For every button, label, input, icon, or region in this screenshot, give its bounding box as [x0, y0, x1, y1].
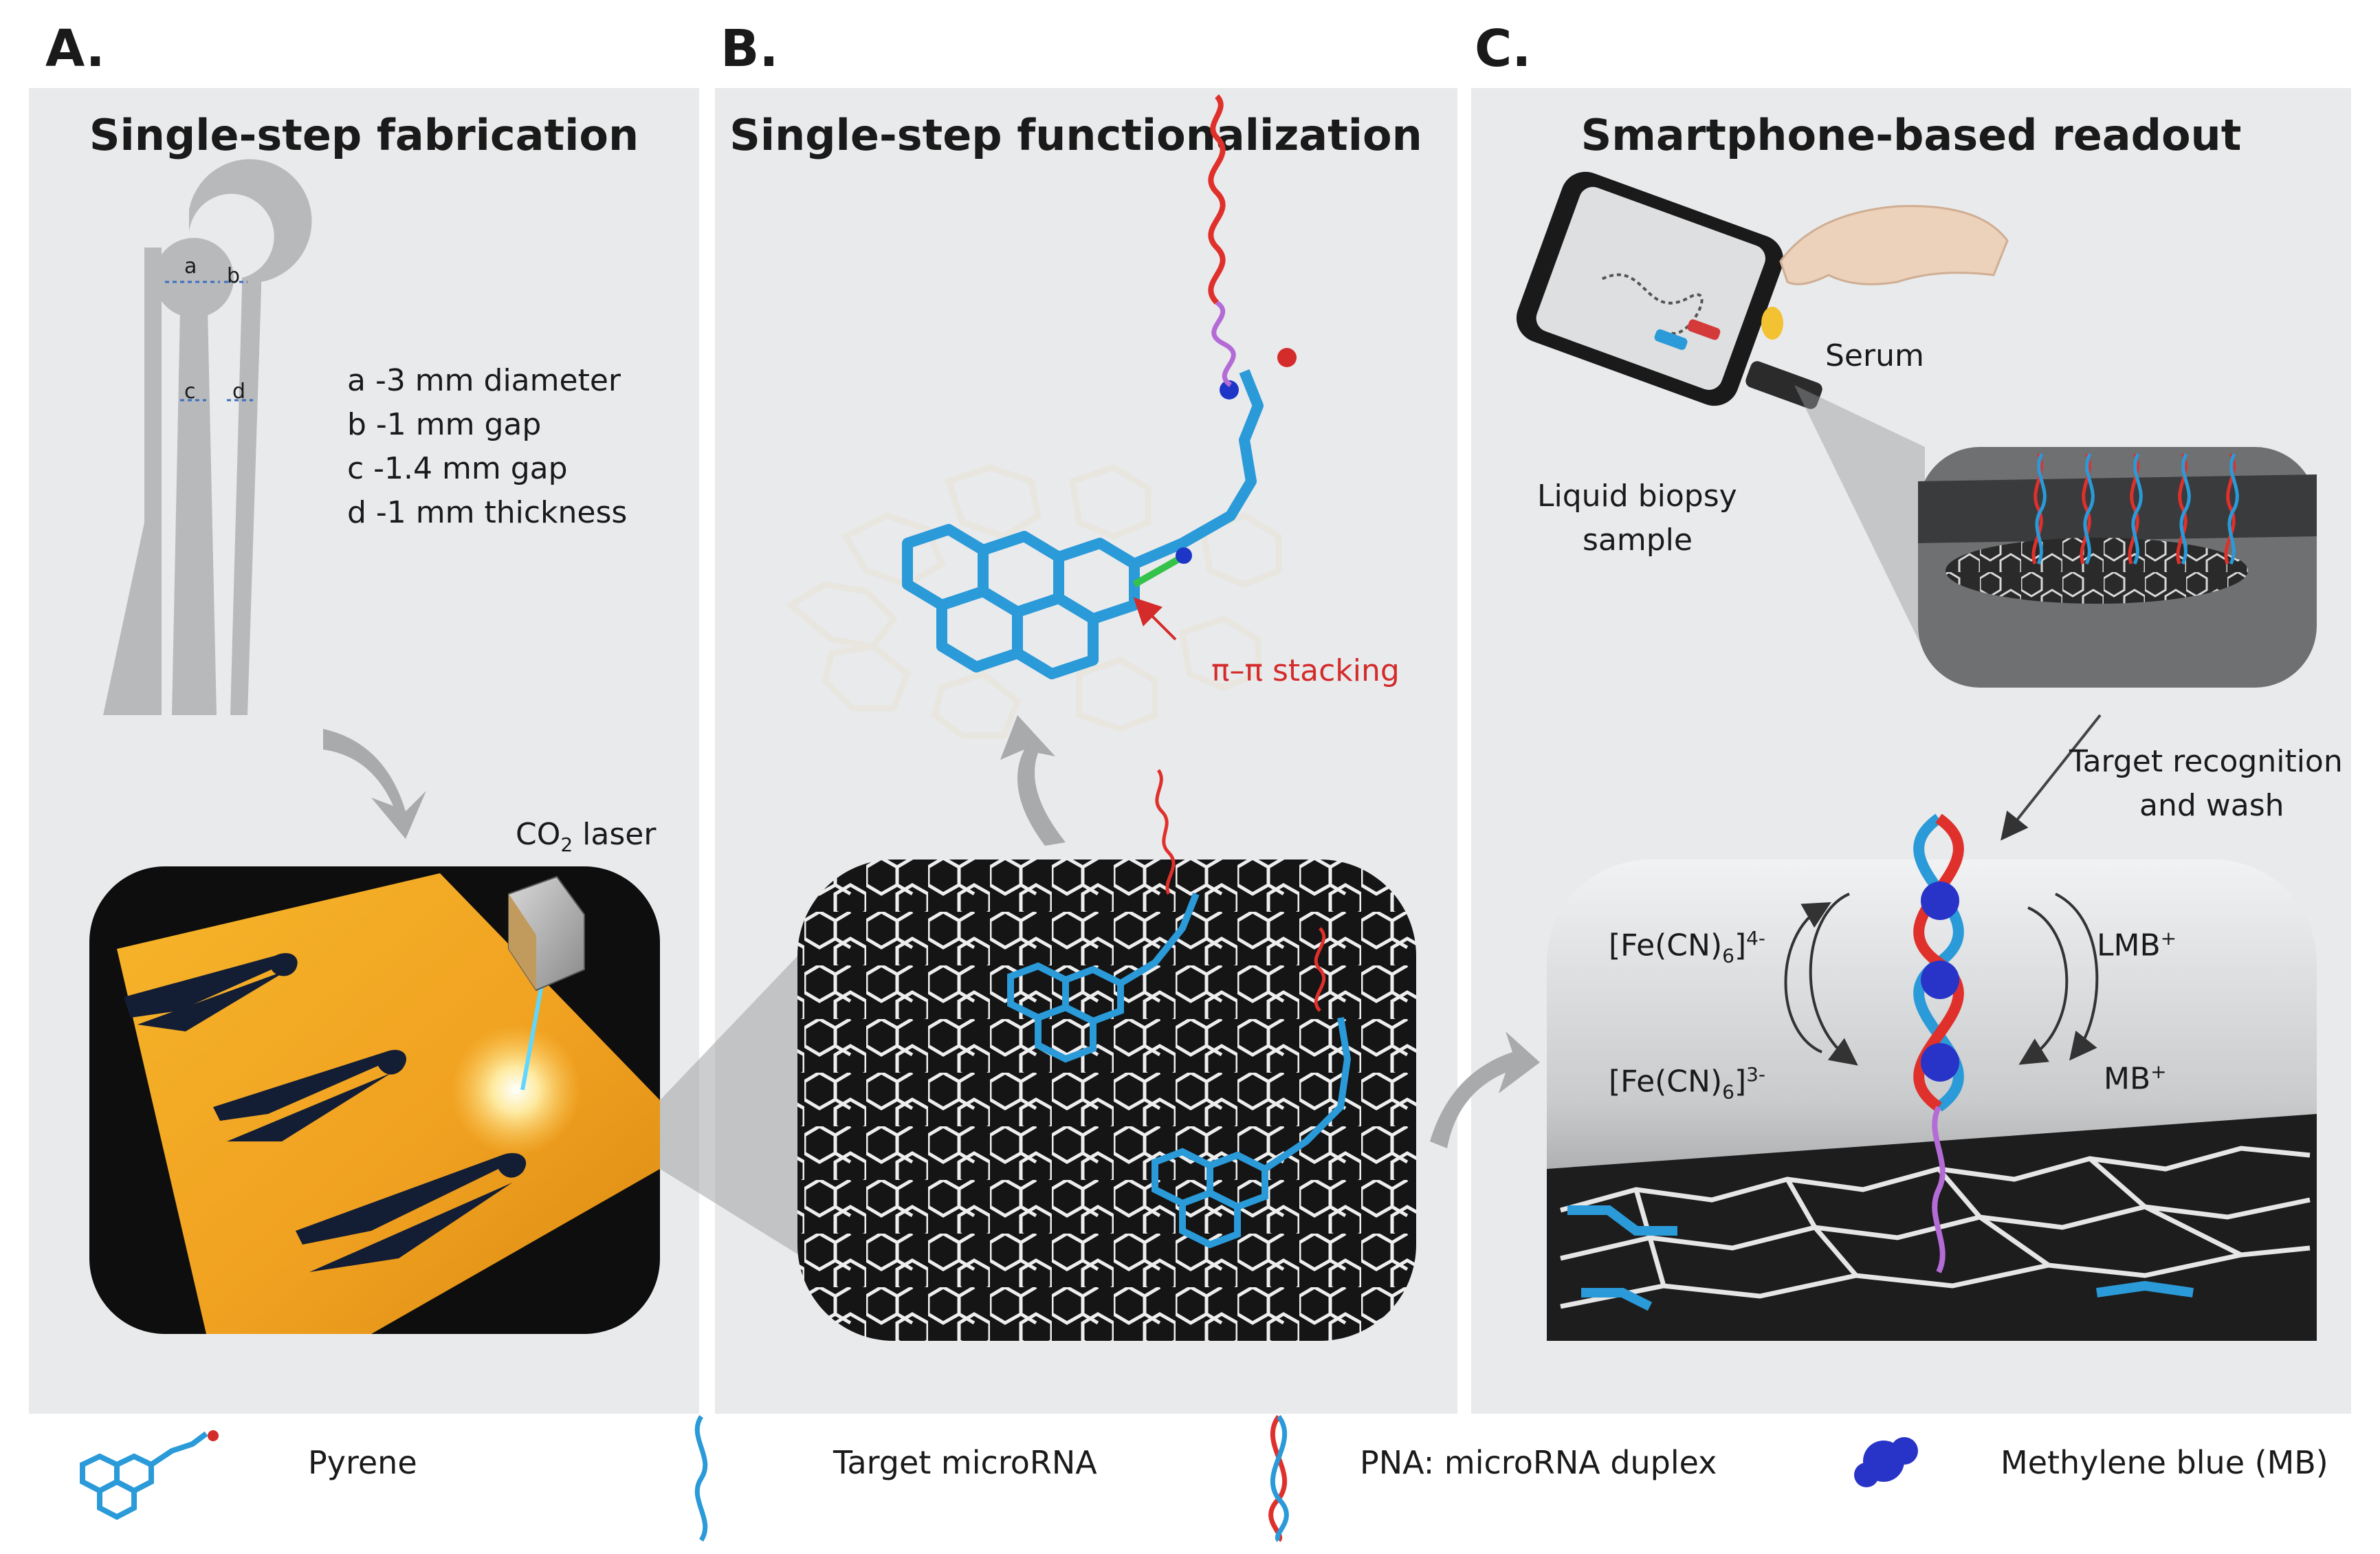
panel-a-title: Single-step fabrication [89, 110, 639, 160]
panel-c-title: Smartphone-based readout [1580, 110, 2242, 160]
target-microrna-legend-icon [694, 1415, 708, 1542]
panel-letter-c: C. [1475, 19, 1532, 78]
panel-a-down-arrow [323, 729, 426, 839]
pna-duplex-legend-icon [1268, 1414, 1289, 1542]
recognition-arrow [2001, 714, 2102, 841]
mb-label: MB+ [2104, 1060, 2167, 1097]
liquid-biopsy-label-line2: sample [1583, 523, 1693, 558]
legend-target-microrna-label: Target microRNA [833, 1444, 1097, 1481]
target-recognition-label-line1: Target recognition [2069, 744, 2343, 779]
panel-letter-b: B. [720, 19, 779, 78]
electrode-dimension-marks [165, 281, 253, 402]
sensor-closeup [1918, 447, 2317, 688]
lmb-label: LMB+ [2097, 927, 2177, 963]
graphene-pyrene-closeup [785, 464, 1282, 739]
dimension-d: d -1 mm thickness [347, 495, 628, 530]
pyrene-molecule [902, 369, 1264, 679]
dimension-c: c -1.4 mm gap [347, 451, 568, 486]
rna-strand-red [1208, 94, 1226, 305]
pyrene-legend-icon [80, 1431, 208, 1520]
zoom-wedge-a-b [660, 949, 804, 1258]
panel-b-title: Single-step functionalization [729, 110, 1422, 160]
graphene-electrode-surface [797, 769, 1416, 1341]
panel-letter-a: A. [45, 19, 105, 78]
electrode-label-b: b [227, 264, 241, 288]
panel-bc-arrow [1430, 1031, 1540, 1148]
target-recognition-label-line2: and wash [2139, 788, 2284, 823]
legend-pyrene-label: Pyrene [308, 1444, 417, 1481]
pi-stacking-label: π–π stacking [1211, 653, 1400, 688]
legend-pna-duplex-label: PNA: microRNA duplex [1360, 1444, 1717, 1481]
stacking-pointer-arrow [1133, 597, 1177, 641]
hand [1779, 205, 2009, 285]
redox-readout-scene [1547, 813, 2317, 1341]
ferricyanide-label: [Fe(CN)6]3- [1609, 1063, 1766, 1104]
dimension-b: b -1 mm gap [347, 407, 542, 442]
laser-scribing-scene [89, 866, 660, 1334]
panel-b-up-arrow [1000, 715, 1066, 846]
electrode-label-d: d [232, 380, 246, 404]
electrode-label-a: a [184, 254, 197, 278]
electrode-label-c: c [184, 380, 196, 404]
smartphone [1516, 171, 1822, 409]
serum-label: Serum [1825, 338, 1924, 373]
legend-methylene-blue-label: Methylene blue (MB) [2001, 1444, 2328, 1481]
ferrocyanide-label: [Fe(CN)6]4- [1609, 927, 1766, 967]
dimension-a: a -3 mm diameter [347, 363, 621, 398]
liquid-biopsy-label-line1: Liquid biopsy [1537, 479, 1737, 514]
co2-laser-label: CO2 laser [516, 817, 657, 856]
electrode-schematic [103, 159, 312, 715]
methylene-blue-legend-icon [1854, 1437, 1918, 1487]
linker-strand [1211, 300, 1236, 387]
serum-drop [1761, 307, 1783, 340]
